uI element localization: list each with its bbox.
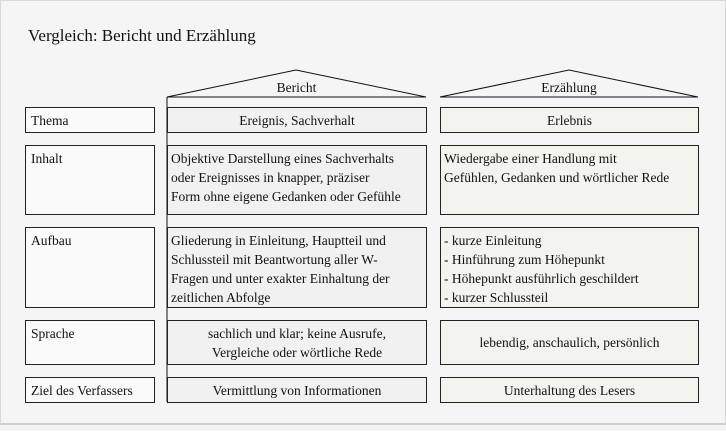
bericht-cell: Objektive Darstellung eines Sachverhalts… bbox=[167, 145, 427, 215]
cell-line: - Hinführung zum Höhepunkt bbox=[444, 252, 605, 267]
cell-line: lebendig, anschaulich, persönlich bbox=[479, 335, 660, 350]
row-label: Inhalt bbox=[25, 145, 155, 215]
cell-line: Erlebnis bbox=[547, 112, 592, 128]
row-label: Aufbau bbox=[25, 227, 155, 308]
cell-line: - Höhepunkt ausführlich geschildert bbox=[444, 271, 639, 286]
page-title: Vergleich: Bericht und Erzählung bbox=[28, 26, 256, 45]
row-label: Thema bbox=[25, 107, 155, 133]
bericht-roof bbox=[166, 69, 427, 98]
row-label: Ziel des Verfassers bbox=[25, 377, 155, 403]
cell-line: Form ohne eigene Gedanken oder Gefühle bbox=[171, 189, 401, 204]
cell-line: Wiedergabe einer Handlung mit bbox=[444, 151, 617, 166]
cell-line: zeitlichen Abfolge bbox=[171, 290, 271, 305]
cell-line: sachlich und klar; keine Ausrufe, bbox=[207, 325, 387, 341]
cell-line: Schlussteil mit Beantwortung aller W- bbox=[171, 252, 378, 267]
cell-line: Vermittlung von Informationen bbox=[212, 382, 382, 398]
cell-line: - kurze Einleitung bbox=[444, 233, 542, 248]
erzaehlung-cell: Erlebnis bbox=[440, 107, 699, 133]
row-label: Sprache bbox=[25, 320, 155, 365]
cell-line: Fragen und unter exakter Einhaltung der bbox=[171, 271, 390, 286]
cell-line: - kurzer Schlussteil bbox=[444, 290, 549, 305]
cell-line: Ereignis, Sachverhalt bbox=[239, 112, 355, 128]
bericht-cell: Vermittlung von Informationen bbox=[167, 377, 427, 403]
bericht-header: Bericht bbox=[276, 80, 317, 95]
erzaehlung-cell: lebendig, anschaulich, persönlich bbox=[440, 320, 699, 365]
erzaehlung-roof bbox=[439, 69, 699, 98]
cell-line: Gefühlen, Gedanken und wörtlicher Rede bbox=[444, 170, 670, 185]
erzaehlung-cell: - kurze Einleitung - Hinführung zum Höhep… bbox=[440, 227, 699, 308]
cell-line: Objektive Darstellung eines Sachverhalts bbox=[171, 151, 395, 166]
erzaehlung-cell: Unterhaltung des Lesers bbox=[440, 377, 699, 403]
bericht-cell: Ereignis, Sachverhalt bbox=[167, 107, 427, 133]
cell-line: Unterhaltung des Lesers bbox=[503, 382, 636, 398]
cell-line: oder Ereignisses in knapper, präziser bbox=[171, 170, 370, 185]
bericht-cell: sachlich und klar; keine Ausrufe, Verglei… bbox=[167, 320, 427, 365]
erzaehlung-header: Erzählung bbox=[541, 80, 597, 95]
cell-line: Vergleiche oder wörtliche Rede bbox=[211, 344, 383, 360]
cell-line: Gliederung in Einleitung, Hauptteil und bbox=[171, 233, 386, 248]
